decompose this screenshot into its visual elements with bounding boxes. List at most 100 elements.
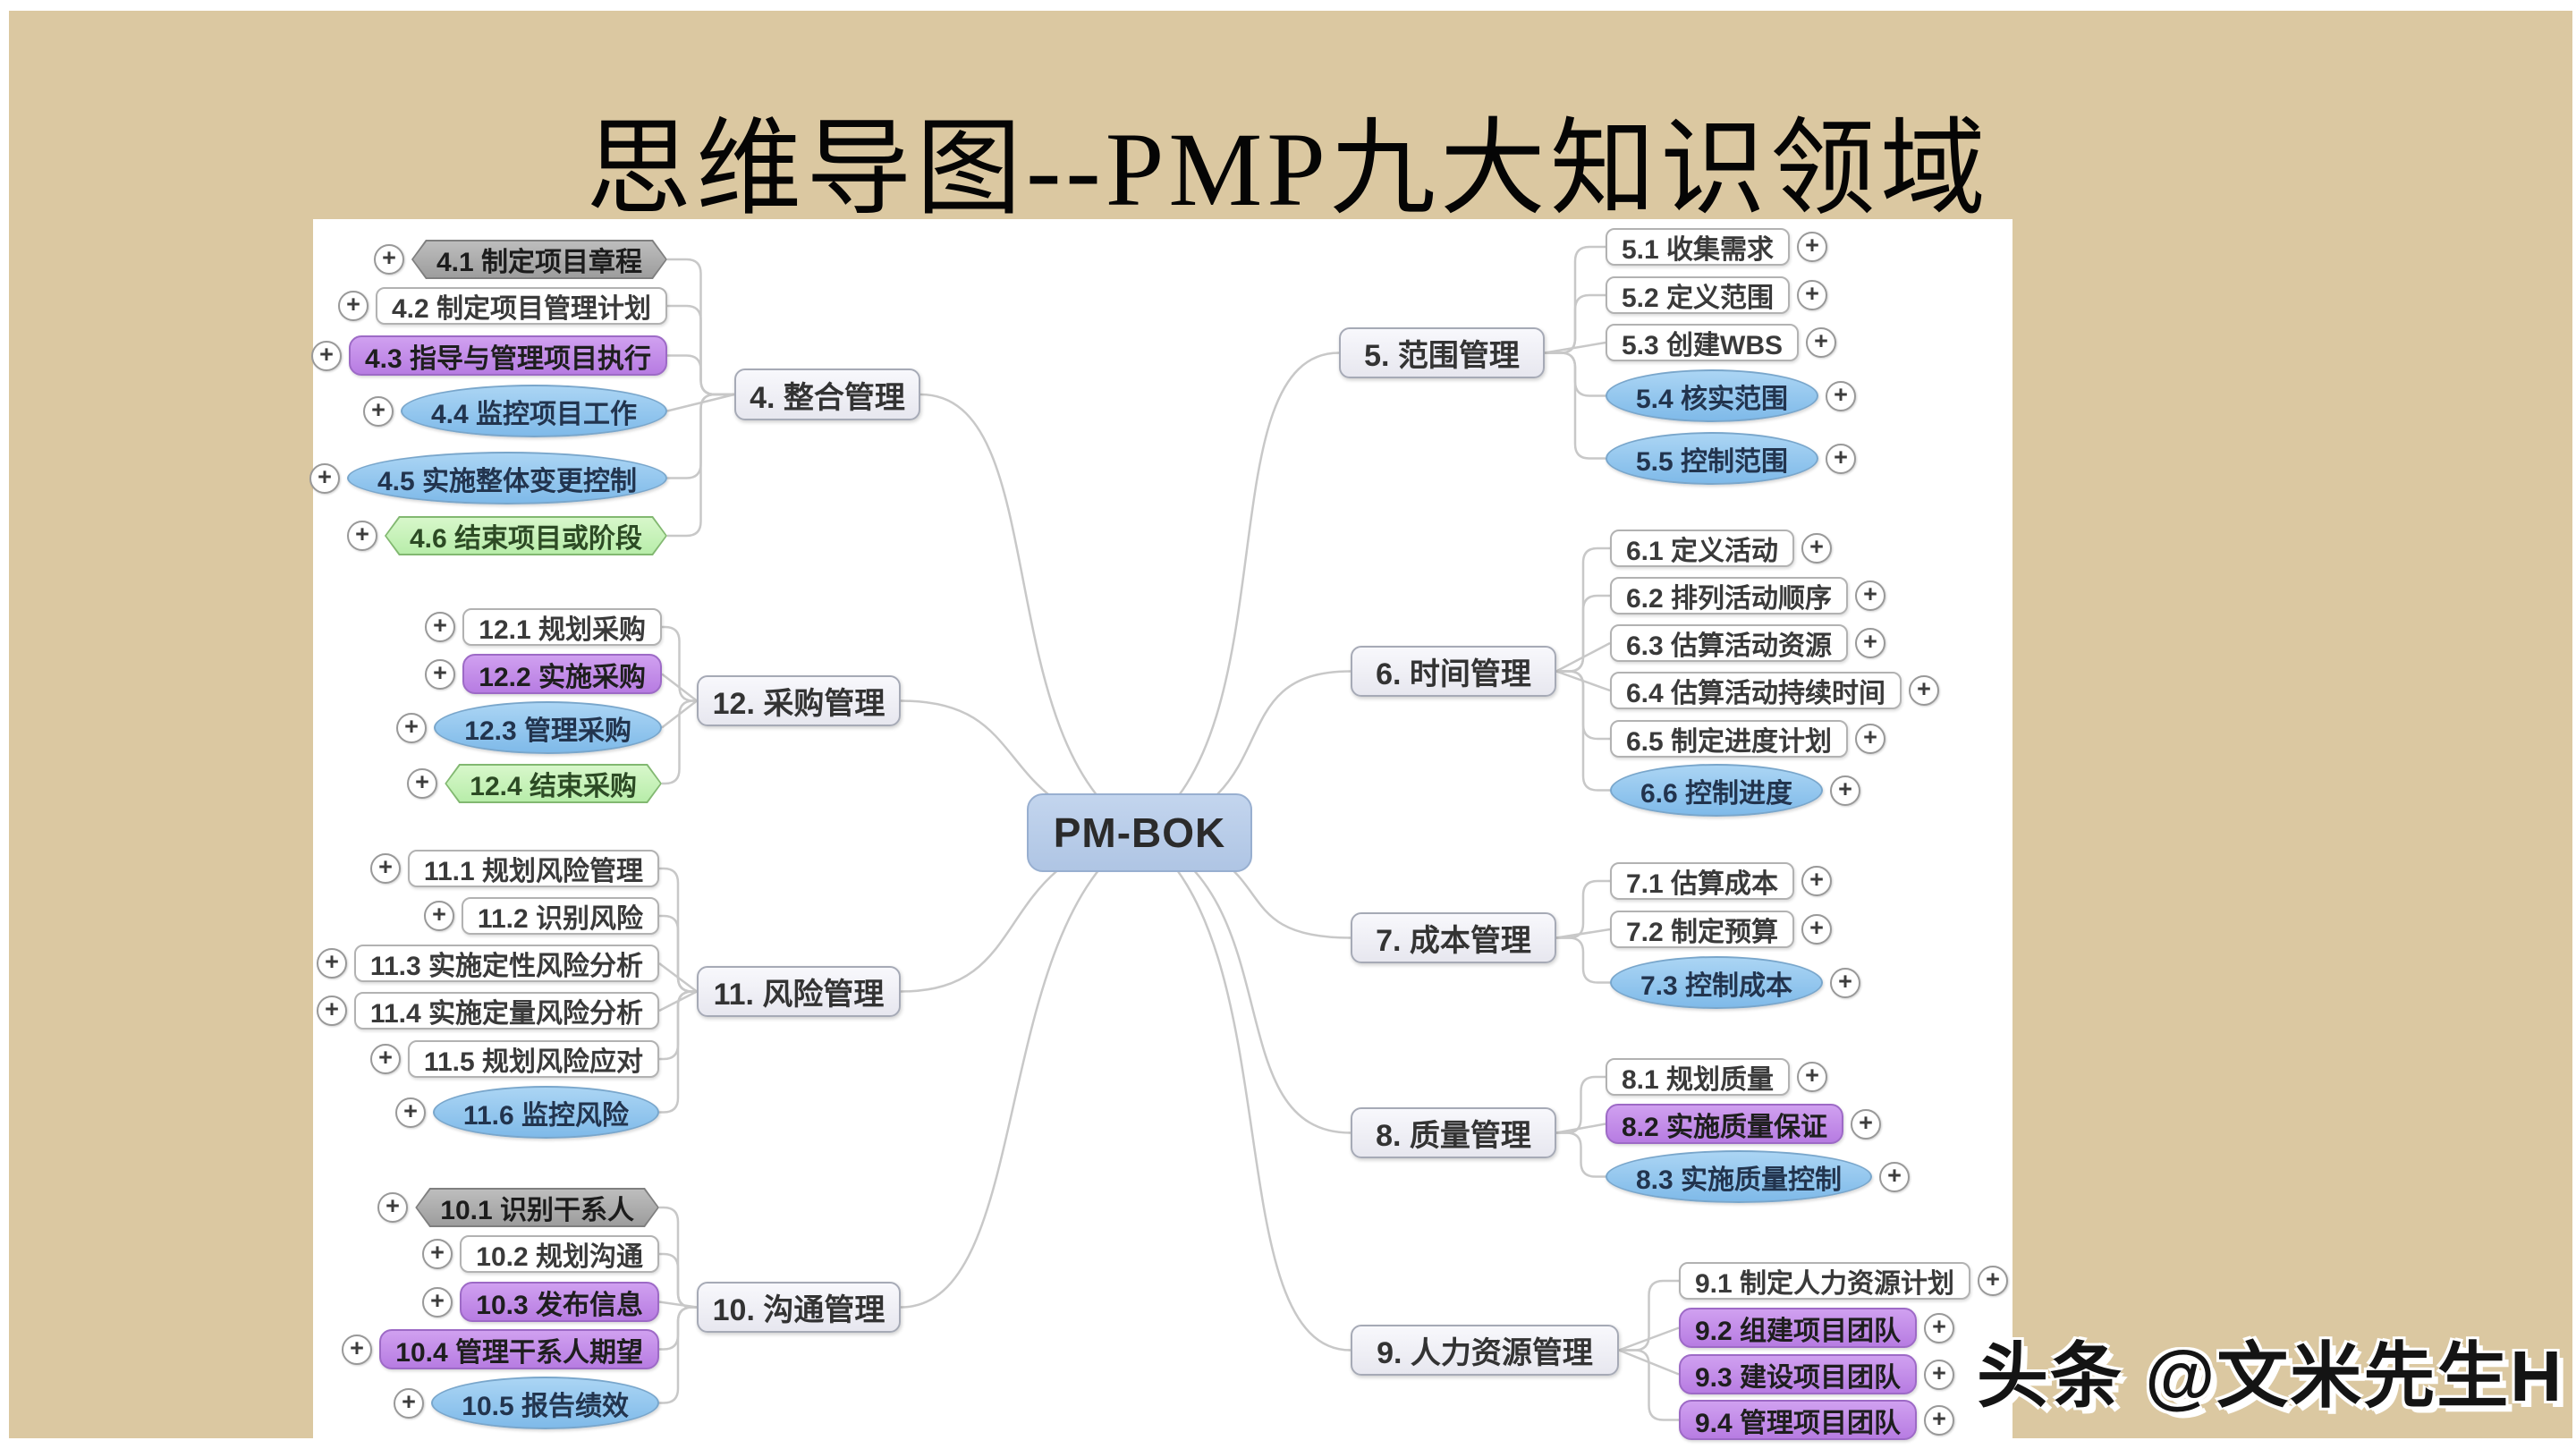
child-node[interactable]: 7.3 控制成本 xyxy=(1610,956,1824,1009)
child-node[interactable]: 10.4 管理干系人期望 xyxy=(379,1329,659,1369)
expand-icon[interactable]: + xyxy=(1924,1359,1954,1390)
expand-icon[interactable]: + xyxy=(309,462,340,494)
child-node[interactable]: 11.5 规划风险应对 xyxy=(407,1040,659,1078)
expand-icon[interactable]: + xyxy=(1801,914,1832,945)
branch-node[interactable]: 11. 风险管理 xyxy=(697,966,901,1017)
child-node[interactable]: 9.1 制定人力资源计划 xyxy=(1679,1262,1971,1300)
child-node[interactable]: 8.2 实施质量保证 xyxy=(1606,1104,1844,1144)
child-node[interactable]: 10.2 规划沟通 xyxy=(460,1235,659,1273)
plus-label: + xyxy=(1863,724,1877,750)
branch-label: 9. 人力资源管理 xyxy=(1377,1336,1593,1370)
child-node[interactable]: 8.1 规划质量 xyxy=(1606,1058,1791,1096)
expand-icon[interactable]: + xyxy=(1801,866,1832,896)
branch-node[interactable]: 8. 质量管理 xyxy=(1351,1107,1556,1158)
child-node[interactable]: 6.2 排列活动顺序 xyxy=(1610,577,1849,614)
branch-node[interactable]: 5. 范围管理 xyxy=(1339,327,1545,378)
child-node[interactable]: 9.4 管理项目团队 xyxy=(1679,1400,1918,1440)
expand-icon[interactable]: + xyxy=(338,291,369,321)
expand-icon[interactable]: + xyxy=(1879,1161,1910,1192)
child-node[interactable]: 11.6 监控风险 xyxy=(432,1086,659,1139)
branch-node[interactable]: 6. 时间管理 xyxy=(1351,646,1556,697)
expand-icon[interactable]: + xyxy=(1851,1108,1881,1140)
expand-icon[interactable]: + xyxy=(1924,1312,1954,1343)
expand-icon[interactable]: + xyxy=(1855,580,1885,611)
child-node[interactable]: 12.4 结束采购 xyxy=(445,764,662,803)
expand-icon[interactable]: + xyxy=(1830,775,1860,806)
expand-icon[interactable]: + xyxy=(424,901,454,931)
expand-icon[interactable]: + xyxy=(311,340,342,371)
child-node[interactable]: 9.3 建设项目团队 xyxy=(1679,1354,1918,1394)
expand-icon[interactable]: + xyxy=(363,395,394,427)
expand-icon[interactable]: + xyxy=(1826,443,1856,474)
expand-icon[interactable]: + xyxy=(407,768,437,799)
child-node[interactable]: 5.2 定义范围 xyxy=(1606,276,1791,314)
expand-icon[interactable]: + xyxy=(317,948,347,979)
child-node[interactable]: 6.6 控制进度 xyxy=(1610,764,1824,817)
expand-icon[interactable]: + xyxy=(1801,533,1832,564)
child-node[interactable]: 10.3 发布信息 xyxy=(460,1282,659,1322)
expand-icon[interactable]: + xyxy=(370,853,401,884)
child-node[interactable]: 7.2 制定预算 xyxy=(1610,911,1795,948)
child-node[interactable]: 4.6 结束项目或阶段 xyxy=(385,516,667,555)
child-node[interactable]: 5.5 控制范围 xyxy=(1606,432,1819,485)
child-node[interactable]: 12.2 实施采购 xyxy=(462,654,662,694)
expand-icon[interactable]: + xyxy=(1797,280,1827,310)
expand-icon[interactable]: + xyxy=(425,612,455,642)
expand-icon[interactable]: + xyxy=(394,1387,424,1419)
expand-icon[interactable]: + xyxy=(1797,232,1827,262)
child-node[interactable]: 11.3 实施定性风险分析 xyxy=(353,945,659,982)
expand-icon[interactable]: + xyxy=(395,1097,426,1128)
expand-icon[interactable]: + xyxy=(342,1334,372,1365)
expand-icon[interactable]: + xyxy=(1855,628,1885,658)
child-node[interactable]: 4.4 监控项目工作 xyxy=(400,385,667,437)
child-node[interactable]: 5.1 收集需求 xyxy=(1606,228,1791,266)
expand-icon[interactable]: + xyxy=(1978,1266,2008,1296)
expand-icon[interactable]: + xyxy=(422,1286,453,1318)
expand-icon[interactable]: + xyxy=(1855,724,1885,754)
expand-icon[interactable]: + xyxy=(1826,380,1856,411)
child-node[interactable]: 9.2 组建项目团队 xyxy=(1679,1308,1918,1348)
expand-icon[interactable]: + xyxy=(396,712,427,743)
child-node[interactable]: 8.3 实施质量控制 xyxy=(1606,1150,1873,1203)
branch-node[interactable]: 9. 人力资源管理 xyxy=(1351,1325,1619,1376)
expand-icon[interactable]: + xyxy=(1797,1062,1827,1092)
child-node[interactable]: 6.5 制定进度计划 xyxy=(1610,720,1849,758)
child-node[interactable]: 6.3 估算活动资源 xyxy=(1610,624,1849,662)
expand-icon[interactable]: + xyxy=(317,996,347,1026)
branch-node[interactable]: 10. 沟通管理 xyxy=(697,1282,901,1333)
expand-icon[interactable]: + xyxy=(1830,967,1860,998)
child-node[interactable]: 11.1 规划风险管理 xyxy=(407,850,659,887)
node-shape-fill xyxy=(417,1190,657,1225)
child-node[interactable]: 4.1 制定项目章程 xyxy=(411,240,667,279)
branch-node[interactable]: 4. 整合管理 xyxy=(734,369,920,420)
expand-icon[interactable]: + xyxy=(422,1239,453,1269)
expand-icon[interactable]: + xyxy=(347,521,377,551)
child-node[interactable]: 4.3 指导与管理项目执行 xyxy=(348,335,667,376)
child-node[interactable]: 7.1 估算成本 xyxy=(1610,862,1795,900)
child-node[interactable]: 6.4 估算活动持续时间 xyxy=(1610,672,1902,709)
child-node[interactable]: 4.5 实施整体变更控制 xyxy=(346,452,667,504)
child-node[interactable]: 6.1 定义活动 xyxy=(1610,530,1795,567)
expand-icon[interactable]: + xyxy=(425,658,455,690)
expand-icon[interactable]: + xyxy=(377,1192,408,1223)
expand-icon[interactable]: + xyxy=(1806,327,1836,358)
expand-icon[interactable]: + xyxy=(1909,675,1939,706)
expand-icon[interactable]: + xyxy=(1924,1404,1954,1436)
center-node[interactable]: PM-BOK xyxy=(1027,793,1252,872)
child-node[interactable]: 12.1 规划采购 xyxy=(462,608,662,646)
expand-icon[interactable]: + xyxy=(374,244,404,275)
branch-node[interactable]: 12. 采购管理 xyxy=(697,675,901,726)
child-node[interactable]: 5.3 创建WBS xyxy=(1606,324,1800,361)
child-node[interactable]: 10.1 识别干系人 xyxy=(415,1188,659,1227)
expand-icon[interactable]: + xyxy=(370,1044,401,1074)
plus-label: + xyxy=(430,1286,445,1314)
child-node[interactable]: 12.3 管理采购 xyxy=(434,701,662,754)
plus-label: + xyxy=(432,901,446,928)
child-node[interactable]: 4.2 制定项目管理计划 xyxy=(375,287,667,325)
child-node[interactable]: 11.2 识别风险 xyxy=(461,897,659,935)
plus-label: + xyxy=(1809,914,1824,941)
branch-node[interactable]: 7. 成本管理 xyxy=(1351,912,1556,963)
child-node[interactable]: 11.4 实施定量风险分析 xyxy=(353,992,659,1030)
child-node[interactable]: 5.4 核实范围 xyxy=(1606,369,1819,422)
child-node[interactable]: 10.5 报告绩效 xyxy=(431,1377,659,1429)
